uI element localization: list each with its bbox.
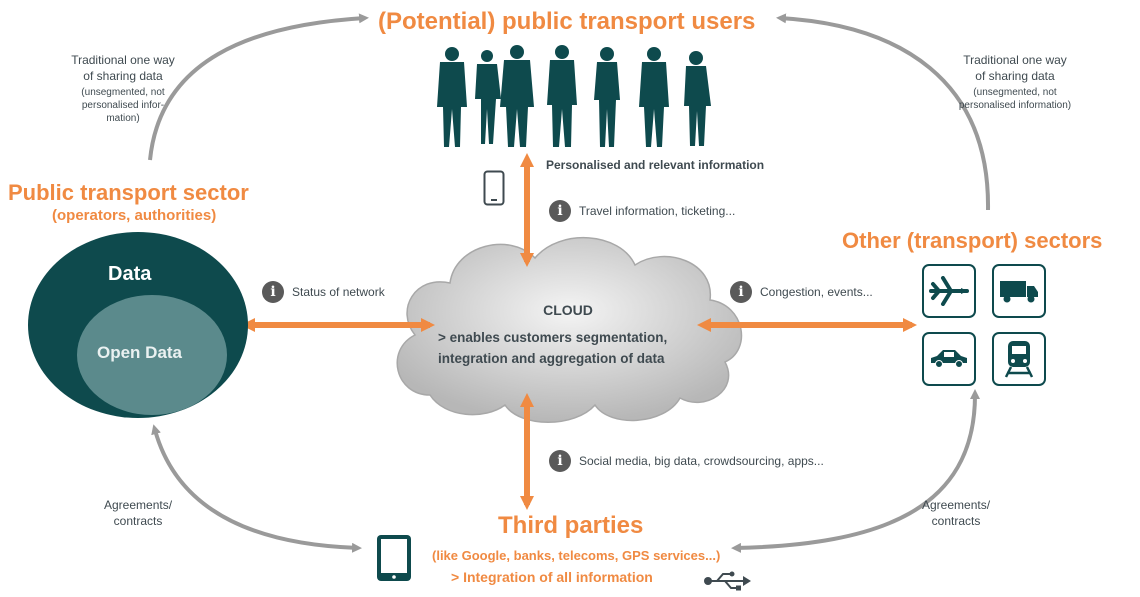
agreements-left: Agreements/ contracts [104, 497, 172, 529]
usb-icon [704, 571, 751, 591]
social-row: i Social media, big data, crowdsourcing,… [549, 450, 824, 472]
left-note-small1: (unsegmented, not [81, 87, 165, 98]
left-note-line2: of sharing data [83, 69, 163, 83]
airplane-tile [922, 264, 976, 318]
right-note-line2: of sharing data [975, 69, 1055, 83]
train-tile [992, 332, 1046, 386]
users-title: (Potential) public transport users [378, 8, 756, 35]
status-label: Status of network [292, 285, 385, 299]
arrow-other-third-parties [731, 389, 980, 553]
right-note-small1: (unsegmented, not [973, 87, 1057, 98]
left-note-small3: mation) [106, 113, 140, 124]
left-note: Traditional one way of sharing data (uns… [48, 52, 198, 125]
agreements-left-line2: contracts [113, 514, 163, 528]
public-sector-title: Public transport sector [8, 180, 249, 205]
smartphone-icon [483, 170, 505, 206]
agreements-right: Agreements/ contracts [922, 497, 990, 529]
right-note: Traditional one way of sharing data (uns… [925, 52, 1105, 112]
travel-info-label: Travel information, ticketing... [579, 204, 736, 218]
tablet-icon [377, 535, 411, 581]
arrow-sector-third-parties [151, 424, 362, 553]
info-icon: i [730, 281, 752, 303]
open-data-label: Open Data [97, 343, 183, 362]
right-note-small2: personalised information) [958, 100, 1072, 111]
open-data-circle [77, 295, 227, 415]
truck-icon [1000, 281, 1038, 303]
info-icon: i [262, 281, 284, 303]
personalised-info-label: Personalised and relevant information [546, 158, 765, 172]
airplane-icon [929, 276, 969, 306]
third-parties-title: Third parties [498, 512, 644, 539]
info-icon: i [549, 450, 571, 472]
right-note-line1: Traditional one way [963, 53, 1067, 67]
arrow-other-to-users [776, 13, 991, 211]
congestion-label: Congestion, events... [760, 285, 873, 299]
cloud-title: CLOUD [543, 302, 593, 318]
integration-label: > Integration of all information [451, 569, 653, 585]
car-icon [931, 350, 967, 368]
cloud-shape [396, 237, 743, 423]
train-icon [1004, 341, 1034, 378]
other-sectors-title: Other (transport) sectors [842, 228, 1103, 253]
cloud-line1: > enables customers segmentation, [438, 330, 668, 345]
data-label: Data [108, 263, 152, 285]
arrow-sector-to-users [148, 13, 369, 161]
truck-tile [992, 264, 1046, 318]
people-silhouette-icon [437, 45, 711, 147]
congestion-row: i Congestion, events... [730, 281, 873, 303]
agreements-left-line1: Agreements/ [104, 498, 173, 512]
left-note-small2: personalised infor- [81, 100, 165, 111]
social-label: Social media, big data, crowdsourcing, a… [579, 454, 824, 468]
public-sector-subtitle: (operators, authorities) [52, 207, 217, 224]
travel-info-row: i Travel information, ticketing... [549, 200, 735, 222]
info-icon: i [549, 200, 571, 222]
cloud-line2: integration and aggregation of data [438, 351, 665, 366]
agreements-right-line1: Agreements/ [922, 498, 991, 512]
car-tile [922, 332, 976, 386]
status-row: i Status of network [262, 281, 385, 303]
left-note-line1: Traditional one way [71, 53, 175, 67]
agreements-right-line2: contracts [931, 514, 981, 528]
third-parties-subtitle: (like Google, banks, telecoms, GPS servi… [432, 548, 721, 563]
